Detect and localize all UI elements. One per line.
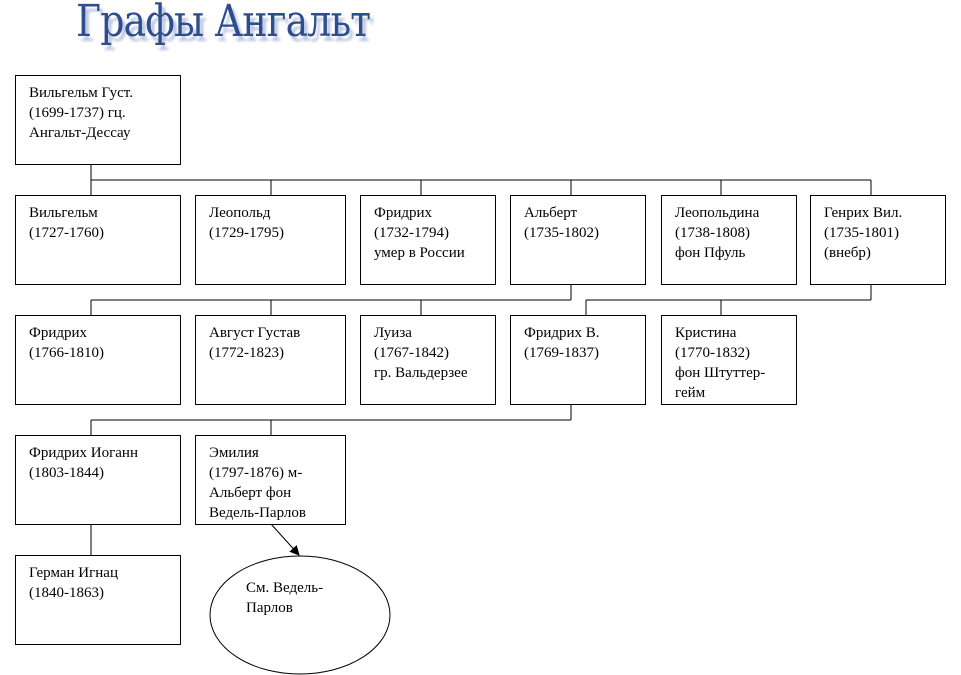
person-box-g3-2: Эмилия (1797-1876) м- Альберт фон Ведель… (195, 435, 346, 525)
person-box-g2-3: Луиза (1767-1842) гр. Вальдерзее (360, 315, 496, 405)
person-dates: (1797-1876) м- (209, 465, 303, 481)
person-name: Герман Игнац (29, 565, 118, 581)
person-name: Фридрих В. (524, 325, 600, 341)
person-dates: (1770-1832) (675, 345, 750, 361)
person-name: Эмилия (209, 445, 259, 461)
person-box-g1-5: Леопольдина (1738-1808) фон Пфуль (661, 195, 797, 285)
person-box-g2-1: Фридрих (1766-1810) (15, 315, 181, 405)
person-dates: (1738-1808) (675, 225, 750, 241)
person-note: гейм (675, 385, 706, 401)
reference-text: См. Ведель- Парлов (246, 578, 323, 618)
person-dates: (1769-1837) (524, 345, 599, 361)
person-dates: (1735-1802) (524, 225, 599, 241)
person-dates: (1735-1801) (824, 225, 899, 241)
person-dates: (1729-1795) (209, 225, 284, 241)
person-note: фон Пфуль (675, 245, 746, 261)
person-name: Кристина (675, 325, 737, 341)
reference-line: Парлов (246, 600, 293, 616)
person-note: умер в России (374, 245, 465, 261)
person-box-g2-4: Фридрих В. (1769-1837) (510, 315, 646, 405)
person-name: Вильгельм Густ. (29, 85, 133, 101)
person-box-g1-4: Альберт (1735-1802) (510, 195, 646, 285)
person-box-g1-3: Фридрих (1732-1794) умер в России (360, 195, 496, 285)
person-name: Леопольд (209, 205, 271, 221)
person-note: Альберт фон (209, 485, 292, 501)
person-box-g3-1: Фридрих Иоганн (1803-1844) (15, 435, 181, 525)
person-box-g1-6: Генрих Вил. (1735-1801) (внебр) (810, 195, 946, 285)
person-box-root: Вильгельм Густ. (1699-1737) гц. Ангальт-… (15, 75, 181, 165)
person-name: Вильгельм (29, 205, 98, 221)
person-note: Ведель-Парлов (209, 505, 306, 521)
person-note: Ангальт-Дессау (29, 125, 131, 141)
person-dates: (1699-1737) гц. (29, 105, 126, 121)
person-dates: (1840-1863) (29, 585, 104, 601)
person-box-g1-1: Вильгельм (1727-1760) (15, 195, 181, 285)
person-dates: (1803-1844) (29, 465, 104, 481)
person-name: Альберт (524, 205, 578, 221)
person-dates: (1772-1823) (209, 345, 284, 361)
person-name: Фридрих (374, 205, 433, 221)
page-title: Графы Ангальт (76, 0, 371, 47)
person-note: фон Штуттер- (675, 365, 766, 381)
person-name: Генрих Вил. (824, 205, 903, 221)
person-box-g2-5: Кристина (1770-1832) фон Штуттер- гейм (661, 315, 797, 405)
person-dates: (1767-1842) (374, 345, 449, 361)
person-name: Август Густав (209, 325, 301, 341)
person-note: (внебр) (824, 245, 871, 261)
reference-oval (209, 555, 391, 675)
person-box-g2-2: Август Густав (1772-1823) (195, 315, 346, 405)
person-name: Луиза (374, 325, 412, 341)
reference-line: См. Ведель- (246, 580, 324, 596)
person-note: гр. Вальдерзее (374, 365, 468, 381)
person-name: Фридрих (29, 325, 88, 341)
person-name: Фридрих Иоганн (29, 445, 138, 461)
person-box-g1-2: Леопольд (1729-1795) (195, 195, 346, 285)
person-dates: (1727-1760) (29, 225, 104, 241)
person-name: Леопольдина (675, 205, 760, 221)
person-dates: (1732-1794) (374, 225, 449, 241)
person-box-g4-1: Герман Игнац (1840-1863) (15, 555, 181, 645)
person-dates: (1766-1810) (29, 345, 104, 361)
